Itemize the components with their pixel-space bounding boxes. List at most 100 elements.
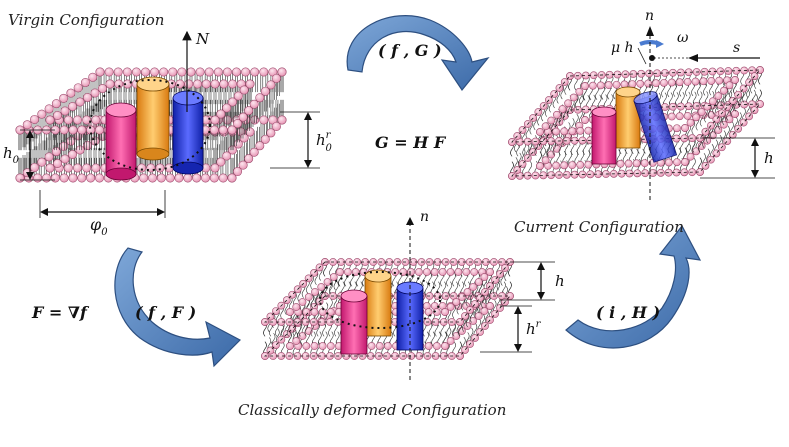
lipid-head bbox=[452, 298, 461, 306]
lipid-head bbox=[75, 145, 85, 155]
lipid-head bbox=[86, 173, 96, 183]
lipid-head bbox=[82, 115, 92, 125]
lipid-head bbox=[432, 308, 441, 316]
lipid-head bbox=[703, 102, 712, 111]
lipid-tail bbox=[322, 321, 326, 337]
lipid-head bbox=[569, 93, 578, 102]
lipid-head bbox=[165, 173, 175, 183]
lipid-head bbox=[675, 112, 684, 121]
lipid-head bbox=[44, 104, 54, 114]
lipid-head bbox=[667, 78, 676, 87]
lipid-head bbox=[88, 72, 98, 82]
lipid-head bbox=[441, 308, 449, 316]
lipid-head bbox=[60, 154, 70, 164]
lipid-head bbox=[201, 79, 211, 89]
lipid-head bbox=[699, 77, 708, 86]
lipid-head bbox=[323, 278, 332, 286]
lipid-head bbox=[564, 99, 573, 108]
lipid-head bbox=[22, 120, 32, 130]
lipid-head bbox=[311, 288, 319, 296]
lipid-tail bbox=[545, 102, 549, 117]
lipid-head bbox=[37, 157, 47, 167]
lipid-head bbox=[536, 162, 544, 170]
lipid-head bbox=[480, 307, 489, 315]
symbol-mu-h: μ h bbox=[611, 40, 634, 56]
lipid-head bbox=[159, 67, 169, 77]
lipid-head bbox=[292, 337, 301, 345]
lipid-head bbox=[560, 161, 569, 170]
lipid-head bbox=[259, 67, 269, 77]
lipid-head bbox=[266, 80, 276, 90]
lipid-head bbox=[667, 112, 676, 121]
lipid-head bbox=[105, 79, 115, 89]
lipid-head bbox=[114, 79, 124, 89]
lipid-head bbox=[422, 268, 431, 276]
lipid-head bbox=[604, 81, 613, 89]
lipid-head bbox=[681, 158, 689, 166]
lipid-head bbox=[59, 125, 69, 135]
lipid-head bbox=[480, 273, 489, 281]
lipid-head bbox=[73, 163, 83, 173]
lipid-head bbox=[584, 160, 593, 169]
lipid-head bbox=[469, 283, 478, 291]
lipid-head bbox=[560, 127, 569, 136]
lipid-head bbox=[731, 76, 739, 84]
lipid-head bbox=[45, 163, 55, 173]
protein-pink-current bbox=[591, 106, 617, 165]
lipid-head bbox=[37, 109, 47, 119]
lipid-head bbox=[59, 173, 69, 183]
lipid-head bbox=[286, 308, 294, 316]
lipid-head bbox=[60, 106, 70, 116]
lipid-head bbox=[725, 115, 734, 124]
lipid-head bbox=[75, 97, 85, 107]
lipid-head bbox=[304, 293, 313, 301]
symbol-phi0: φ0 bbox=[90, 215, 108, 238]
lipid-head bbox=[575, 87, 584, 96]
label-virgin-configuration: Virgin Configuration bbox=[8, 11, 164, 29]
lipid-head bbox=[95, 67, 105, 77]
lipid-tail bbox=[481, 294, 485, 309]
lipid-tail bbox=[310, 274, 314, 290]
lipid-head bbox=[581, 82, 589, 90]
lipid-head bbox=[628, 80, 637, 89]
lipid-head bbox=[683, 111, 692, 120]
lipid-head bbox=[260, 134, 270, 144]
lipid-head bbox=[430, 268, 439, 276]
lipid-tail bbox=[469, 327, 474, 343]
label-current-configuration: Current Configuration bbox=[514, 218, 684, 236]
lipid-head bbox=[383, 342, 392, 350]
lipid-tail bbox=[496, 275, 501, 291]
lipid-tail bbox=[98, 147, 102, 168]
lipid-tail bbox=[276, 328, 280, 344]
lipid-head bbox=[210, 163, 220, 173]
lipid-head bbox=[63, 163, 73, 173]
lipid-tail bbox=[329, 279, 333, 294]
lipid-head bbox=[201, 173, 211, 183]
lipid-head bbox=[113, 67, 123, 77]
lipid-head bbox=[302, 342, 311, 350]
protein-blue-classical bbox=[396, 281, 424, 351]
lipid-head bbox=[260, 86, 270, 96]
lipid-head bbox=[30, 162, 40, 172]
lipid-head bbox=[45, 115, 55, 125]
lipid-head bbox=[233, 91, 243, 101]
lipid-head bbox=[302, 308, 311, 316]
protein-orange-current bbox=[615, 86, 641, 149]
lipid-head bbox=[457, 293, 466, 301]
lipid-head bbox=[446, 337, 455, 345]
lipid-head bbox=[441, 342, 449, 350]
lipid-tail bbox=[734, 97, 738, 112]
lipid-head bbox=[95, 125, 105, 135]
lipid-head bbox=[547, 116, 556, 125]
lipid-head bbox=[336, 268, 344, 276]
lipid-head bbox=[123, 79, 133, 89]
lipid-head bbox=[536, 128, 544, 136]
lipid-head bbox=[640, 159, 649, 168]
lipid-head bbox=[463, 322, 472, 330]
lipid-head bbox=[725, 81, 734, 90]
map-fF: ( f , F ) bbox=[135, 303, 196, 322]
lipid-head bbox=[250, 115, 260, 125]
lipid-head bbox=[454, 268, 463, 276]
